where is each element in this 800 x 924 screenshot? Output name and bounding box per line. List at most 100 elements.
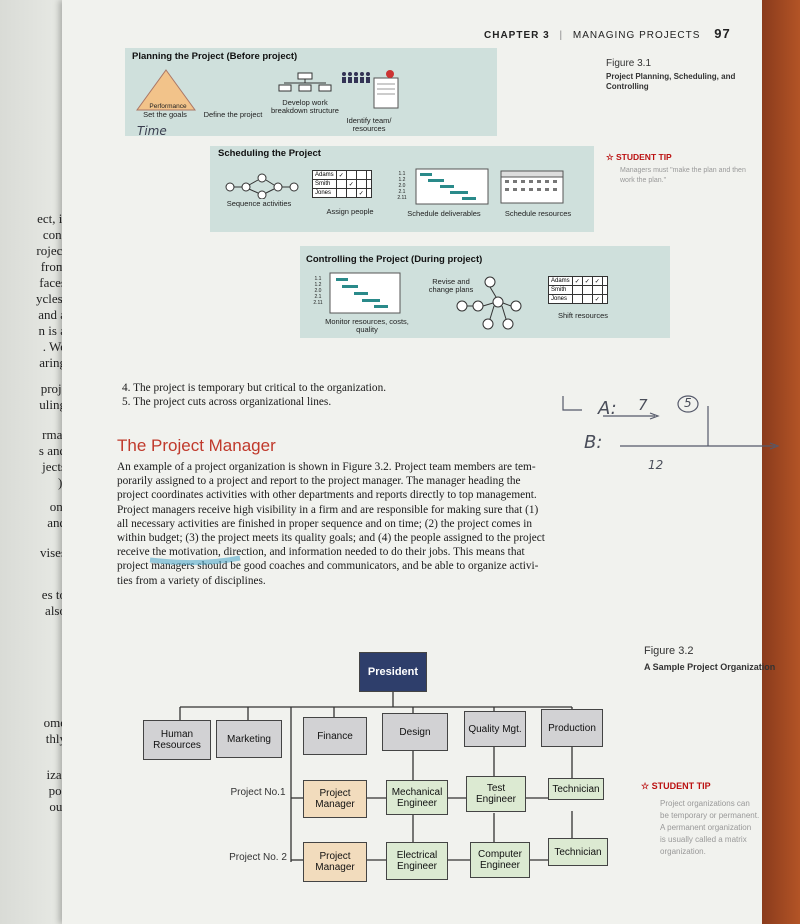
margin-fragment: thly (45, 731, 66, 746)
margin-fragment: from (40, 259, 66, 274)
section-heading: The Project Manager (117, 436, 276, 455)
margin-fragment: ect, it (37, 211, 66, 226)
label-assign-people: Assign people (326, 207, 374, 216)
handwriting-b: B: (584, 432, 603, 453)
dept-finance: Finance (303, 717, 367, 755)
margin-fragment: n is a (38, 323, 66, 338)
dept-design: Design (382, 713, 448, 751)
margin-fragment: jects (42, 459, 66, 474)
scheduling-title: Scheduling the Project (218, 148, 321, 159)
tip-line: A permanent organization (660, 823, 752, 832)
tip-line: is usually called a matrix (660, 835, 747, 844)
margin-fragment: iza- (46, 767, 66, 782)
numbered-list: 4. The project is temporary but critical… (122, 381, 602, 409)
label-monitor: Monitor resources, costs, quality (325, 317, 409, 334)
dept-human-resources: Human Resources (143, 720, 211, 760)
president-box: President (359, 652, 427, 692)
figure31-number: Figure 3.1 (606, 58, 652, 69)
page-number: 97 (714, 26, 731, 41)
handwriting-five: 5 (684, 396, 692, 410)
handwriting-seven: 7 (638, 396, 648, 414)
margin-fragment: vises (40, 545, 66, 560)
handwriting-twelve: 12 (648, 458, 664, 472)
label-schedule-deliverables: Schedule deliverables (407, 209, 481, 218)
margin-fragment: uling (39, 397, 66, 412)
project-2-label: Project No. 2 (229, 852, 287, 863)
paragraph-line: receive the motivation, direction, and i… (117, 546, 525, 559)
triangle-performance: Performance (149, 103, 187, 110)
calendar-icon (500, 170, 564, 204)
student-tip-1-label: STUDENT TIP (616, 152, 672, 162)
project-1-label: Project No.1 (230, 787, 286, 798)
paragraph-line: within budget; (3) the project meets its… (117, 532, 545, 545)
planning-title: Planning the Project (Before project) (132, 51, 298, 62)
label-define-project: Define the project (203, 110, 263, 119)
paragraph-line: project coordinates activities with othe… (117, 489, 537, 502)
star-icon: ☆ (606, 152, 614, 162)
list-item: 5. The project cuts across organizationa… (122, 396, 332, 409)
paragraph-line: Project managers receive high visibility… (117, 503, 539, 516)
margin-fragment: con- (42, 227, 66, 242)
goals-triangle-icon (136, 69, 196, 111)
project-2-technician: Technician (548, 838, 608, 866)
label-revise: Revise and change plans (428, 277, 474, 294)
paragraph-line: ties from a variety of disciplines. (117, 574, 266, 587)
margin-fragment: out (49, 799, 66, 814)
chapter-title: MANAGING PROJECTS (572, 30, 701, 41)
handwriting-a: A: (598, 398, 617, 419)
figure32-number: Figure 3.2 (644, 645, 694, 657)
student-tip-1-text: Managers must "make the plan and then wo… (620, 167, 746, 184)
section-paragraph: An example of a project organization is … (117, 460, 617, 588)
revise-network-icon (456, 276, 522, 330)
project-1-manager: Project Manager (303, 780, 367, 818)
handwriting-time: Time (137, 124, 167, 138)
margin-fragment: s and (38, 443, 66, 458)
planning-band (125, 48, 497, 136)
figure32-caption: A Sample Project Organization (644, 662, 776, 672)
shift-resources-table: Adams✓✓✓ Smith Jones✓ (548, 276, 608, 304)
student-tip-2: ☆ STUDENT TIP (641, 781, 711, 792)
figure31-caption: Project Planning, Scheduling, and Contro… (606, 72, 736, 91)
label-set-goals: Set the goals (143, 110, 187, 119)
controlling-title: Controlling the Project (During project) (306, 254, 483, 265)
margin-fragment: roject (36, 243, 66, 258)
chapter-label: CHAPTER 3 (484, 30, 550, 41)
margin-fragment: es to (41, 587, 66, 602)
project-2-manager: Project Manager (303, 842, 367, 882)
team-resources-icon (342, 70, 399, 109)
student-tip-1: ☆ STUDENT TIP (606, 152, 672, 163)
margin-fragment: . We (42, 339, 66, 354)
paragraph-line: porarily assigned to a project and repor… (117, 475, 521, 488)
project-1-mechanical-engineer: Mechanical Engineer (386, 780, 448, 815)
margin-fragment: po- (48, 783, 66, 798)
margin-fragment: faces (39, 275, 66, 290)
margin-fragment: proj- (40, 381, 66, 396)
running-header: CHAPTER 3 | MANAGING PROJECTS 97 (484, 26, 731, 41)
label-develop-wbs: Develop work breakdown structure (271, 98, 339, 115)
project-2-computer-engineer: Computer Engineer (470, 842, 530, 878)
margin-fragment: ome (43, 715, 66, 730)
monitor-gantt-icon (329, 272, 401, 314)
desk-background (762, 0, 800, 924)
label-schedule-resources: Schedule resources (504, 209, 572, 218)
project-1-test-engineer: Test Engineer (466, 776, 526, 812)
tip-line: organization. (660, 847, 706, 856)
margin-fragment: also (45, 603, 66, 618)
margin-fragment: on. (49, 499, 66, 514)
star-icon: ☆ (641, 781, 650, 791)
margin-fragment: and (47, 515, 66, 530)
tip-line: be temporary or permanent. (660, 811, 760, 820)
sequence-network-icon (225, 173, 299, 199)
margin-fragment: rmal (42, 427, 66, 442)
project-1-technician: Technician (548, 778, 604, 800)
student-tip-2-label: STUDENT TIP (651, 781, 711, 791)
margin-fragment: ycles, (36, 291, 66, 306)
paragraph-line: all necessary activities are finished in… (117, 517, 533, 530)
label-shift-resources: Shift resources (557, 311, 609, 320)
dept-production: Production (541, 709, 603, 747)
margin-fragment: aring (39, 355, 66, 370)
dept-marketing: Marketing (216, 720, 282, 758)
